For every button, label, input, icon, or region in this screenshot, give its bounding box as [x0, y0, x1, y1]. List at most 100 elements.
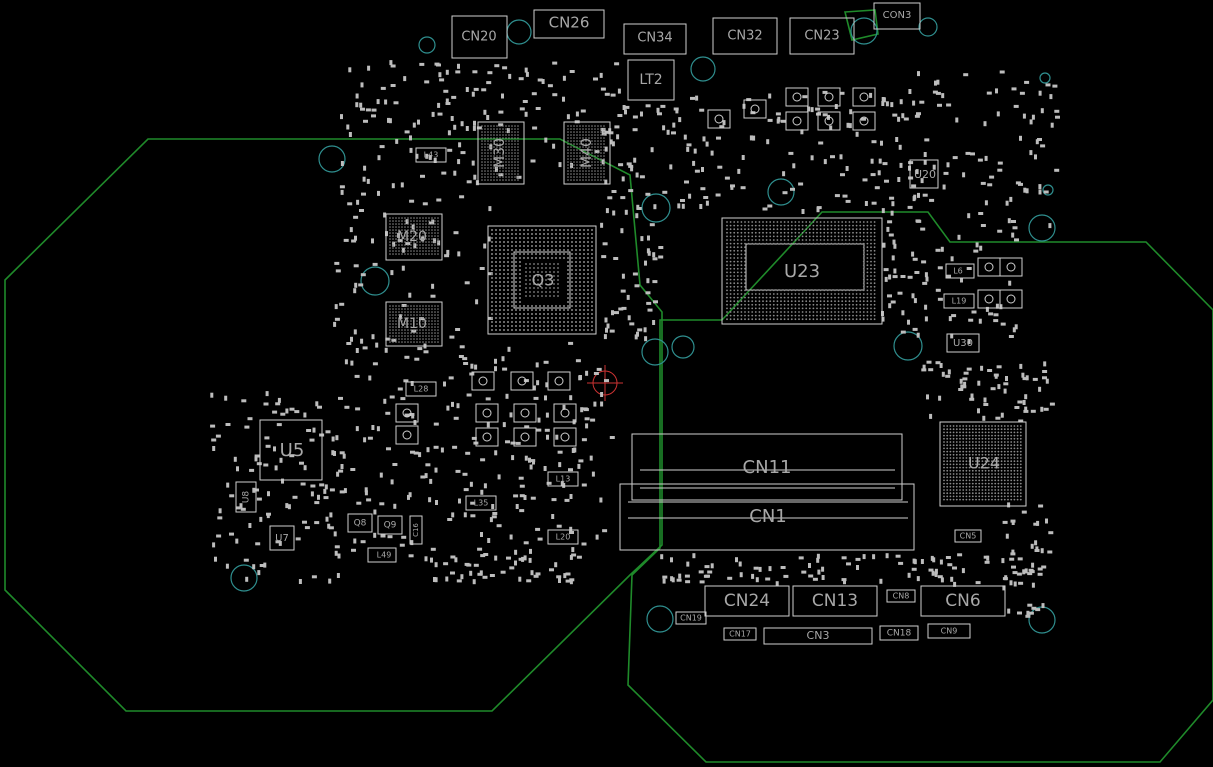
bga-ball: [1013, 482, 1016, 485]
bga-ball: [525, 275, 527, 277]
bga-ball: [962, 489, 965, 491]
smd-pad: [912, 257, 918, 261]
bga-ball: [563, 313, 565, 315]
bga-ball: [754, 293, 757, 295]
bga-ball: [559, 325, 561, 327]
smd-pad: [380, 534, 386, 538]
bga-ball: [780, 311, 782, 313]
smd-pad: [1019, 363, 1023, 369]
bga-ball: [949, 441, 952, 443]
smd-pad: [672, 122, 676, 128]
bga-ball: [499, 317, 501, 319]
bga-ball: [511, 297, 513, 299]
smd-pad: [884, 276, 888, 282]
bga-ball: [736, 239, 739, 241]
bga-ball: [975, 437, 977, 440]
bga-ball: [431, 332, 433, 334]
smd-pad: [660, 104, 666, 108]
bga-ball: [579, 158, 581, 160]
bga-ball: [579, 269, 581, 271]
smd-pad: [913, 298, 917, 304]
smd-pad: [355, 348, 359, 353]
bga-ball: [805, 311, 808, 313]
bga-ball: [507, 265, 509, 267]
bga-ball: [517, 158, 519, 160]
bga-ball: [490, 155, 492, 157]
bga-ball: [949, 485, 952, 488]
smd-pad: [519, 509, 525, 513]
bga-ball: [744, 307, 746, 310]
bga-ball: [852, 293, 854, 295]
bga-ball: [549, 291, 551, 293]
bga-ball: [965, 437, 968, 440]
smd-pad: [1043, 407, 1049, 411]
bga-ball: [527, 305, 529, 307]
bga-ball: [517, 173, 519, 175]
bga-ball: [978, 482, 981, 485]
bga-ball: [499, 261, 501, 263]
bga-ball: [981, 485, 984, 488]
bga-ball: [591, 321, 593, 323]
smd-pad: [952, 566, 957, 570]
bga-ball: [567, 277, 569, 279]
bga-ball: [994, 428, 997, 431]
bga-ball: [852, 303, 854, 306]
bga-ball: [975, 479, 977, 482]
bga-ball: [952, 434, 955, 437]
bga-ball: [514, 137, 516, 139]
smd-pad: [923, 159, 927, 165]
bga-ball: [971, 479, 974, 482]
bga-ball: [1000, 450, 1003, 453]
bga-ball: [428, 229, 430, 231]
bga-ball: [502, 176, 504, 178]
bga-ball: [744, 275, 746, 277]
l13-label: L13: [556, 475, 571, 484]
smd-pad: [336, 471, 340, 477]
smd-pad: [462, 472, 468, 476]
bga-ball: [539, 241, 541, 243]
smd-pad: [604, 92, 610, 96]
bga-ball: [425, 244, 427, 246]
smd-pad: [1035, 139, 1039, 145]
smd-pad: [604, 379, 609, 383]
bga-ball: [389, 314, 391, 316]
bga-ball: [1019, 460, 1022, 463]
smd-pad: [849, 109, 853, 115]
inductor-core: [560, 432, 570, 442]
bga-ball: [422, 220, 424, 222]
bga-ball: [747, 242, 750, 245]
bga-ball: [529, 287, 531, 289]
bga-ball: [507, 317, 509, 319]
smd-pad: [911, 293, 915, 299]
bga-ball: [517, 149, 519, 151]
smd-pad: [496, 524, 502, 528]
bga-ball: [798, 307, 800, 310]
mounting-hole: [641, 193, 671, 223]
bga-ball: [579, 321, 581, 323]
bga-ball: [870, 318, 872, 321]
bga-ball: [398, 223, 400, 225]
bga-ball: [805, 318, 808, 321]
bga-ball: [389, 235, 391, 237]
c16-label: C16: [412, 523, 420, 537]
bga-ball: [975, 447, 977, 450]
smd-pad: [353, 264, 359, 268]
bga-ball: [819, 314, 822, 317]
bga-ball: [1019, 485, 1022, 488]
bga-ball: [398, 311, 400, 313]
bga-ball: [981, 450, 984, 453]
inductor-outline: [999, 289, 1023, 309]
m20-label: M20: [397, 229, 427, 245]
smd-pad: [765, 577, 771, 581]
bga-ball: [543, 317, 545, 319]
bga-ball: [404, 341, 406, 343]
bga-ball: [547, 317, 549, 319]
smd-pad: [419, 62, 425, 66]
bga-ball: [559, 313, 561, 315]
bga-ball: [573, 128, 575, 130]
bga-ball: [514, 143, 516, 145]
bga-ball: [866, 293, 869, 295]
bga-ball: [495, 257, 497, 259]
bga-ball: [866, 307, 869, 310]
smd-pad: [946, 162, 950, 168]
